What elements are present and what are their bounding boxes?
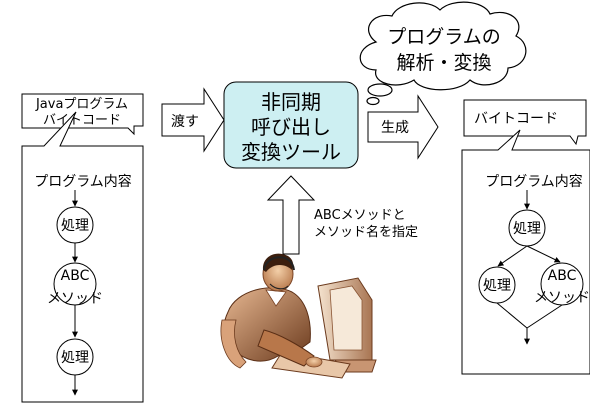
right-flow-branch-left xyxy=(497,245,528,267)
tool-box xyxy=(223,81,359,169)
thought-text-line2: 解析・変換 xyxy=(396,52,491,74)
arrow-specify-line1: ABCメソッドと xyxy=(314,208,406,223)
arrow-pass-shape xyxy=(161,87,225,153)
thought-cloud-shape xyxy=(359,1,527,91)
left-document: Javaプログラム バイトコード プログラム内容 処理 ABC メソッド 処理 xyxy=(21,93,144,403)
arrow-specify: ABCメソッドと メソッド名を指定 xyxy=(266,175,418,255)
right-flow-abc-label-line2: メソッド xyxy=(534,290,590,306)
left-doc-title-line1: Javaプログラム xyxy=(35,97,128,112)
left-flow-process-1-label: 処理 xyxy=(61,218,89,234)
thought-dot-large xyxy=(367,83,393,97)
tool-label-line3: 変換ツール xyxy=(241,140,341,164)
arrow-pass: 渡す xyxy=(161,87,225,153)
left-flow-process-2-label: 処理 xyxy=(61,350,89,366)
arrow-generate-shape xyxy=(367,94,439,160)
thought-bubble: プログラムの 解析・変換 xyxy=(359,1,527,106)
tool-label-line2: 呼び出し xyxy=(251,115,331,139)
right-doc-content-label: プログラム内容 xyxy=(485,173,583,190)
thought-dot-small xyxy=(366,96,380,106)
person-at-computer-icon xyxy=(220,253,377,379)
right-doc-title: バイトコード xyxy=(474,111,558,127)
right-flow-abc-label-line1: ABC xyxy=(548,268,577,284)
left-doc-title-line2: バイトコード xyxy=(43,113,121,128)
left-flow-abc-label-line1: ABC xyxy=(61,268,90,284)
right-doc-title-callout xyxy=(463,99,587,146)
right-flow-branch-right xyxy=(526,245,561,263)
right-doc-body xyxy=(461,129,590,375)
right-document: バイトコード プログラム内容 処理 処理 ABC メソッド xyxy=(461,99,590,375)
left-doc-content-label: プログラム内容 xyxy=(34,173,132,190)
arrow-pass-label: 渡す xyxy=(171,114,199,130)
arrow-generate: 生成 xyxy=(367,94,439,160)
thought-text-line1: プログラムの xyxy=(387,26,500,48)
left-doc-title-callout xyxy=(21,93,144,136)
arrow-generate-label: 生成 xyxy=(381,120,409,136)
right-flow-process-top-label: 処理 xyxy=(513,221,541,237)
right-flow-process-left-label: 処理 xyxy=(483,278,511,294)
right-flow-merge-left xyxy=(496,302,528,329)
tool-label-line1: 非同期 xyxy=(261,90,321,114)
arrow-specify-shape xyxy=(266,175,316,255)
left-doc-body xyxy=(21,111,144,403)
left-flow-abc-label-line2: メソッド xyxy=(47,291,103,307)
right-flow-merge-right xyxy=(526,304,563,329)
arrow-specify-line2: メソッド名を指定 xyxy=(314,224,418,240)
conversion-tool: 非同期 呼び出し 変換ツール xyxy=(223,81,359,169)
